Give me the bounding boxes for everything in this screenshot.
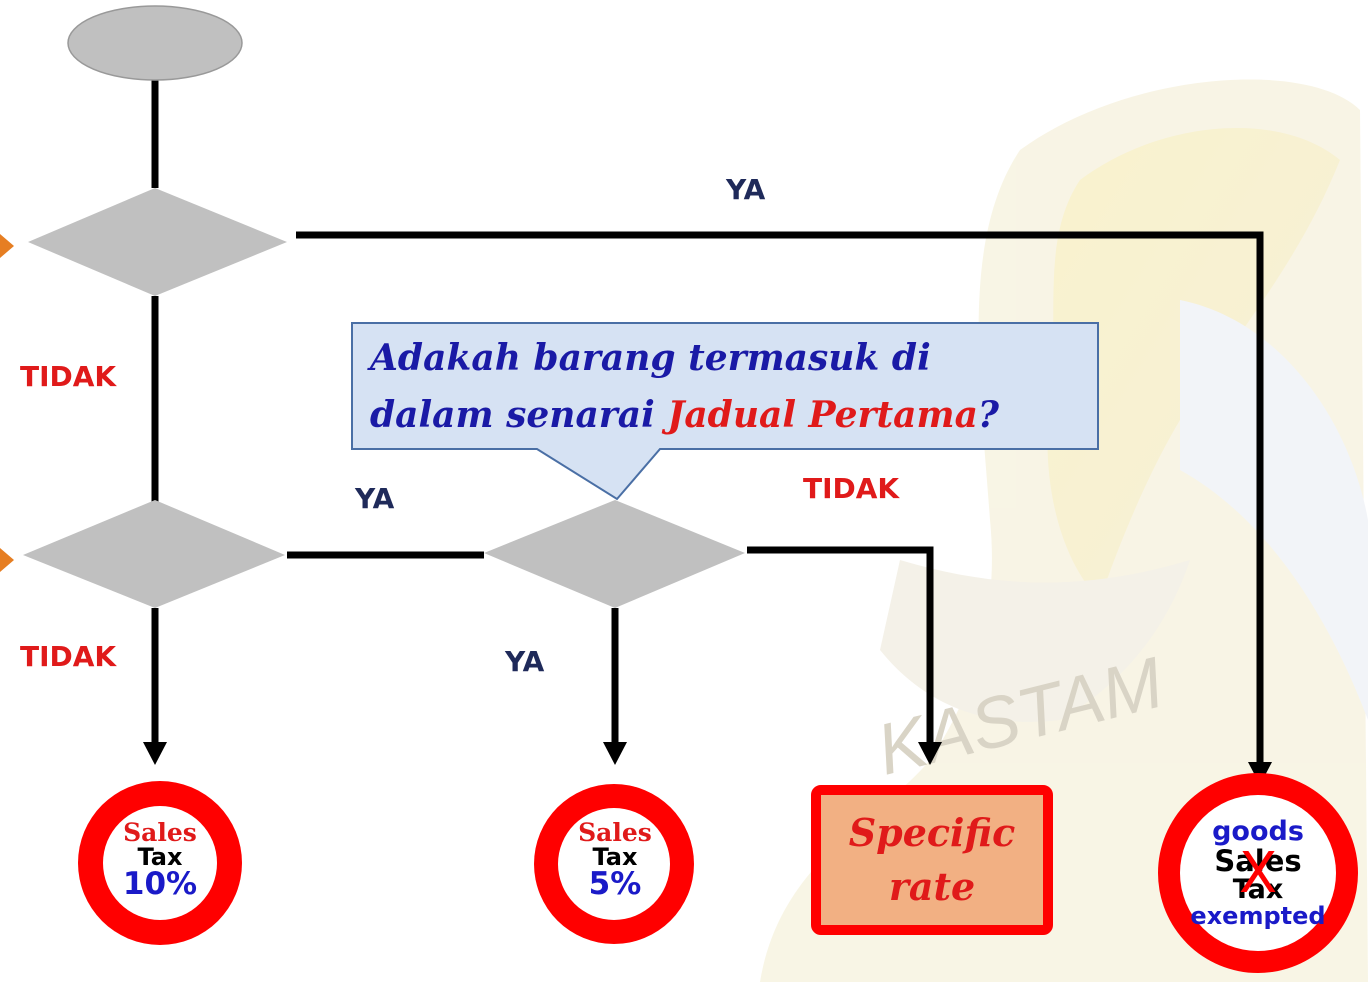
- arrowhead-tax5: [603, 742, 627, 765]
- label-ya-mid: YA: [355, 482, 395, 515]
- callout-line-2: dalam senarai Jadual Pertama?: [370, 387, 1090, 444]
- badge-exempted-goods: goods: [1212, 816, 1304, 847]
- pointer-arrow-2: [0, 548, 14, 572]
- specific-rate-box: Specific rate: [811, 785, 1053, 935]
- badge-tax5-rate: 5%: [588, 866, 642, 902]
- label-ya-bottom: YA: [505, 645, 545, 678]
- specific-rate-line2: rate: [888, 864, 976, 909]
- badge-tax5-text: Sales Tax 5%: [560, 820, 670, 900]
- badge-exempted-tax: Tax: [1232, 874, 1284, 905]
- badge-tax5-sales: Sales: [578, 818, 652, 847]
- label-ya-top: YA: [726, 173, 766, 206]
- callout-line-2-suffix: ?: [977, 394, 999, 436]
- label-tidak-mid: TIDAK: [803, 472, 900, 505]
- label-tidak-left-1: TIDAK: [20, 360, 117, 393]
- watermark-emblem: [760, 79, 1368, 982]
- line-decision1-ya: [296, 231, 1264, 765]
- callout-line-1: Adakah barang termasuk di: [370, 337, 931, 379]
- badge-exempted-label: exempted: [1190, 902, 1326, 930]
- arrowhead-tax10: [143, 742, 167, 765]
- arrowhead-specific: [918, 742, 942, 765]
- badge-tax10-text: Sales Tax 10%: [103, 820, 217, 900]
- badge-tax10-tax: Tax: [137, 843, 183, 871]
- callout-bubble: [351, 322, 1099, 501]
- badge-tax10: [78, 781, 242, 945]
- specific-rate-line1: Specific: [848, 810, 1016, 855]
- badge-tax10-rate: 10%: [122, 866, 198, 902]
- callout-line-2-prefix: dalam senarai: [370, 394, 668, 436]
- pointer-arrow-1: [0, 234, 14, 258]
- decision-diamond-1: [28, 188, 287, 296]
- decision-diamond-2: [23, 500, 285, 608]
- badge-exempted: [1158, 773, 1358, 973]
- label-tidak-left-2: TIDAK: [20, 640, 117, 673]
- arrowheads: [143, 742, 1272, 785]
- badge-tax5-tax: Tax: [592, 843, 638, 871]
- badge-exempted-sales: Sales: [1214, 844, 1302, 878]
- connector-lines: [151, 80, 1264, 765]
- start-ellipse: [67, 5, 243, 81]
- badge-tax5: [534, 784, 694, 944]
- callout-highlight: Jadual Pertama: [667, 394, 978, 436]
- badge-tax10-sales: Sales: [123, 818, 197, 847]
- decision-diamond-3: [484, 500, 745, 608]
- callout-question: Adakah barang termasuk di dalam senarai …: [370, 330, 1090, 444]
- badge-exempted-cross: X: [1238, 841, 1278, 906]
- line-decision3-tidak: [747, 546, 934, 745]
- badge-exempted-text: goods Sales Tax exempted: [1170, 818, 1346, 928]
